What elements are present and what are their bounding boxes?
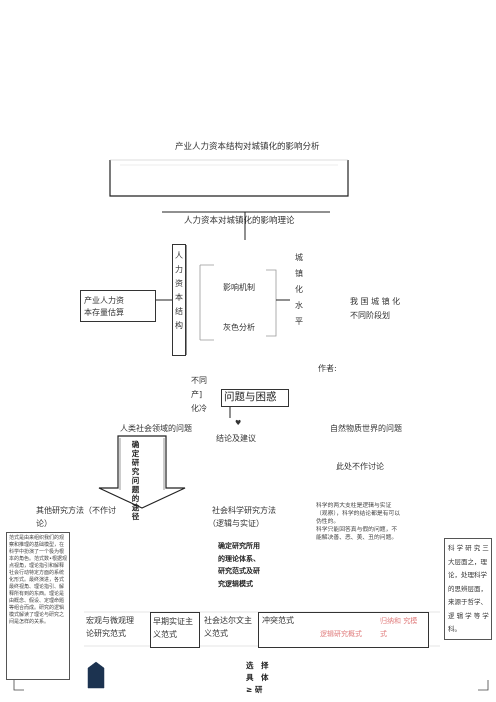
science-box-line-6: 逻 辑 学 等 学 <box>448 611 489 620</box>
human-capital-structure-box: 人力资本结构 <box>172 244 186 356</box>
paradigm-cell-conflict: 冲突范式 <box>258 612 318 648</box>
author-label: 作者: <box>318 364 337 373</box>
not-same-line-1: 不同 <box>191 376 207 385</box>
science-line-1: 科学的两大支柱是逻辑与实证 <box>316 503 392 509</box>
diagram-title: 产业人力资本结构对城镇化的影响分析 <box>175 142 320 152</box>
science-box-line-7: 科。 <box>448 625 461 633</box>
not-same-line-3: 化冷 <box>191 404 207 413</box>
cell-2-line-1: 早期实证主 <box>153 617 193 626</box>
stock-estimation-line-2: 本存量估算 <box>84 308 124 317</box>
science-levels-box: 科 学 研 究 三 大层面之，理 论，处理科学 的思辨层面， 来源于哲学、 逻 … <box>444 538 492 640</box>
theory-label: 人力资本对城镇化的影响理论 <box>184 216 295 226</box>
confirm-line-2: 的理论体系、 <box>218 554 260 563</box>
humanities-label: 人类社会领域的问题 <box>120 424 192 433</box>
choose-line-3: ≥ 研 <box>246 685 263 694</box>
urbanization-level-label: 城镇化水平 <box>295 253 303 326</box>
stages-line-2: 不同阶段划 <box>350 311 390 320</box>
not-same-line-2: 产] <box>191 390 203 399</box>
paradigm-cell-logic: 逻辑研究概式 <box>316 612 377 648</box>
other-methods-line-1: 其他研究方法（不作讨 <box>36 506 116 515</box>
science-line-2: （观察），科学的结论都是有可以 <box>316 511 401 518</box>
paradigm-notes-box: 范式是由来组织我们的观察和推理的基础模型，在科学中扮演了一个极为根本的角色。范式… <box>6 532 70 680</box>
conclusion-label: 结论及建议 <box>216 434 256 443</box>
down-arrow-icon: ♥ <box>235 419 242 427</box>
science-box-line-5: 来源于哲学、 <box>448 598 487 606</box>
science-line-5: 能解决善、恶、美、丑的问题。 <box>316 535 398 542</box>
shield-label: 确定研究问题的途径 <box>131 440 140 521</box>
stages-line-1: 我 国 城 镇 化 <box>350 297 401 306</box>
choose-line-2: 具 体 <box>246 673 269 682</box>
science-box-line-3: 论，处理科学 <box>448 571 487 579</box>
choose-line-1: 选 择 <box>246 661 269 670</box>
paradigm-notes-text: 范式是由来组织我们的观察和推理的基础模型，在科学中扮演了一个极为根本的角色。范式… <box>9 535 67 625</box>
social-methods-line-2: （逻辑与实证） <box>208 519 264 528</box>
mechanism-label: 影响机制 <box>223 283 255 292</box>
science-box-line-1: 科 学 研 究 三 <box>448 544 489 552</box>
grey-analysis-label: 灰色分析 <box>223 323 255 332</box>
not-discussed-label: 此处不作讨论 <box>336 462 384 471</box>
cell-6-line-1: 归纳和 究模 <box>380 617 418 625</box>
confirm-theory-text: 确定研究所用 的理论体系、 研究范式及研 究逻辑模式 <box>218 540 260 590</box>
confirm-line-1: 确定研究所用 <box>218 542 260 550</box>
cell-4-line-1: 冲突范式 <box>262 616 294 625</box>
problem-label: 问题与困惑 <box>224 391 277 403</box>
science-box-line-2: 大层面之，理 <box>448 557 487 566</box>
choose-specific-text: 选 择 具 体 ≥ 研 <box>246 660 269 696</box>
cell-6-line-2: 式 <box>380 630 387 638</box>
stock-estimation-line-1: 产业人力资 <box>84 296 124 305</box>
nature-label: 自然物质世界的问题 <box>330 424 402 433</box>
confirm-line-3: 研究范式及研 <box>218 567 260 575</box>
paradigm-cell-social-darwinism: 社会达尔文主 义范式 <box>202 612 258 646</box>
cell-3-line-1: 社会达尔文主 <box>204 616 252 625</box>
social-methods-line-1: 社会科学研究方法 <box>212 506 276 515</box>
cell-1-line-1: 宏观与微观理 <box>86 616 134 625</box>
science-box-line-4: 的思辨层面， <box>448 584 487 593</box>
problem-box: 问题与困惑 <box>221 389 289 407</box>
science-pillars-text: 科学的两大支柱是逻辑与实证 （观察），科学的结论都是有可以 伪性的。 科学只能回… <box>316 502 426 543</box>
cell-5-line-1: 逻辑研究概式 <box>320 630 362 638</box>
paradigm-cell-induction: 归纳和 究模 式 <box>376 612 429 648</box>
other-methods-line-2: 论） <box>36 519 52 528</box>
paradigm-cell-macro-micro: 宏观与微观理 论研究范式 <box>84 612 148 646</box>
cell-1-line-2: 论研究范式 <box>86 629 126 638</box>
science-line-3: 伪性的。 <box>316 519 340 526</box>
cell-3-line-2: 义范式 <box>204 629 228 638</box>
human-capital-structure-label: 人力资本结构 <box>175 251 183 330</box>
cell-2-line-2: 义范式 <box>153 630 177 639</box>
paradigm-cell-positivism: 早期实证主 义范式 <box>150 612 200 648</box>
science-line-4: 科学只能回答真与假的问题，不 <box>316 527 398 534</box>
confirm-line-4: 究逻辑模式 <box>218 579 253 588</box>
stock-estimation-box: 产业人力资 本存量估算 <box>80 290 156 322</box>
